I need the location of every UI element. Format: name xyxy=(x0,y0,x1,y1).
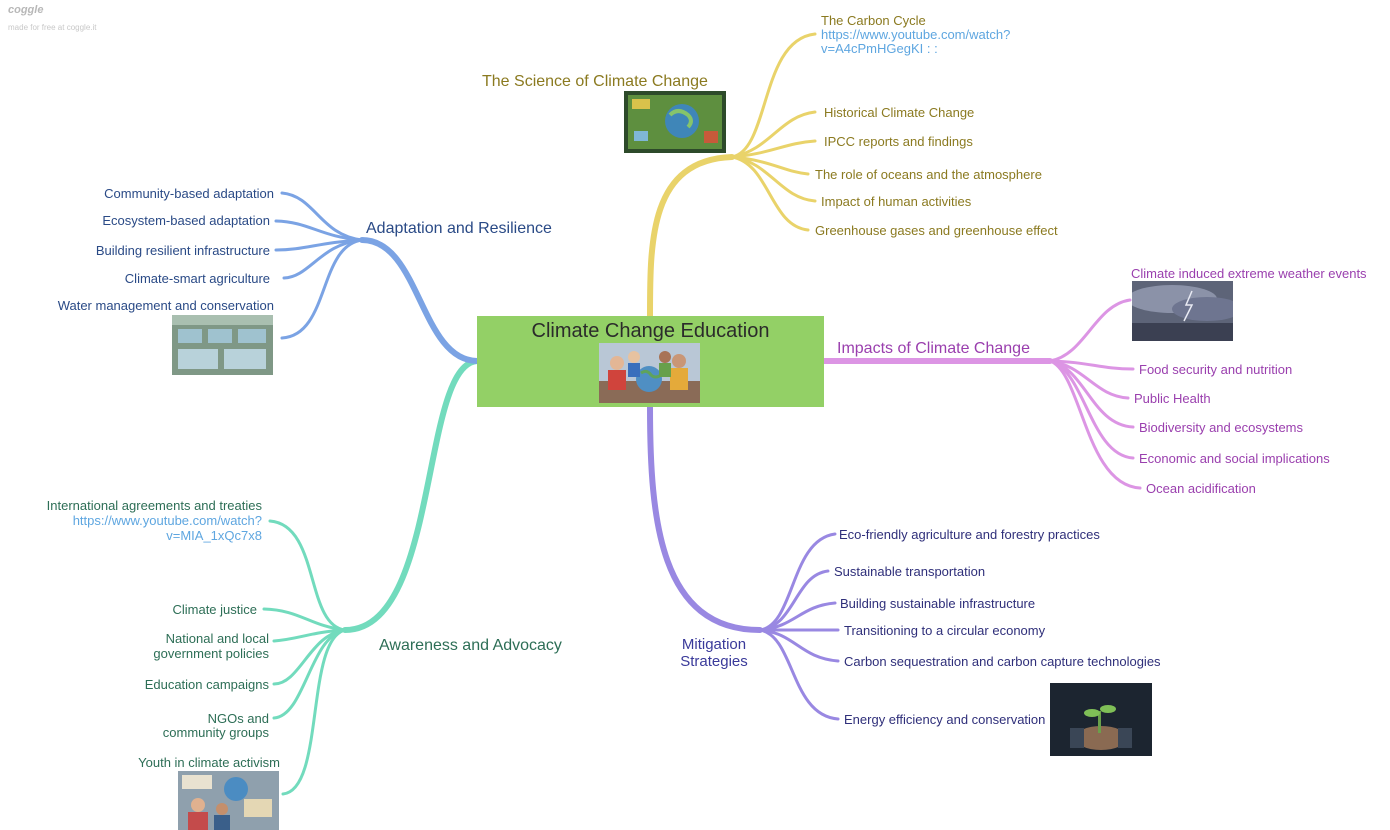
awareness-item-ngos-line2[interactable]: community groups xyxy=(162,725,269,740)
storm-image xyxy=(1132,281,1233,341)
mitigation-item-energy[interactable]: Energy efficiency and conservation xyxy=(844,712,1046,727)
adaptation-item-agriculture[interactable]: Climate-smart agriculture xyxy=(124,271,270,286)
awareness-connectors xyxy=(262,358,480,796)
science-item-ipcc[interactable]: IPCC reports and findings xyxy=(824,134,973,149)
mitigation-item-circular[interactable]: Transitioning to a circular economy xyxy=(844,623,1046,638)
impacts-item-economic[interactable]: Economic and social implications xyxy=(1139,451,1330,466)
awareness-item-youth[interactable]: Youth in climate activism xyxy=(138,755,280,770)
adaptation-item-water[interactable]: Water management and conservation xyxy=(57,298,274,313)
mitigation-branch-label-line1[interactable]: Mitigation xyxy=(681,636,747,653)
agreements-link-cont[interactable]: v=MIA_1xQc7x8 xyxy=(166,528,262,543)
awareness-item-policies-line2[interactable]: government policies xyxy=(153,646,269,661)
science-item-oceans[interactable]: The role of oceans and the atmosphere xyxy=(815,167,1042,182)
mitigation-item-transport[interactable]: Sustainable transportation xyxy=(834,564,986,579)
mitigation-item-agriculture[interactable]: Eco-friendly agriculture and forestry pr… xyxy=(839,527,1100,542)
adaptation-item-community[interactable]: Community-based adaptation xyxy=(104,186,274,201)
students-globe-image xyxy=(599,343,700,403)
awareness-item-ngos-line1[interactable]: NGOs and xyxy=(207,711,269,726)
mitigation-branch-label-line2[interactable]: Strategies xyxy=(680,653,748,670)
science-branch-label[interactable]: The Science of Climate Change xyxy=(482,73,708,90)
carbon-cycle-label[interactable]: The Carbon Cycle xyxy=(821,13,926,28)
mitigation-connectors xyxy=(647,404,840,721)
carbon-cycle-link[interactable]: https://www.youtube.com/watch? xyxy=(821,27,1011,42)
impacts-item-biodiversity[interactable]: Biodiversity and ecosystems xyxy=(1139,420,1304,435)
impacts-branch-label[interactable]: Impacts of Climate Change xyxy=(837,340,1030,357)
awareness-item-agreements[interactable]: International agreements and treaties xyxy=(46,498,262,513)
science-item-human[interactable]: Impact of human activities xyxy=(821,194,972,209)
mitigation-item-infrastructure[interactable]: Building sustainable infrastructure xyxy=(840,596,1036,611)
awareness-item-campaigns[interactable]: Education campaigns xyxy=(144,677,269,692)
science-connectors xyxy=(647,32,817,319)
mitigation-item-carbon-capture[interactable]: Carbon sequestration and carbon capture … xyxy=(844,654,1161,669)
adaptation-branch-label[interactable]: Adaptation and Resilience xyxy=(366,220,552,237)
brand-logo: coggle xyxy=(8,4,44,16)
impacts-item-health[interactable]: Public Health xyxy=(1134,391,1211,406)
youth-protest-image xyxy=(178,771,279,830)
awareness-branch-label[interactable]: Awareness and Advocacy xyxy=(379,637,562,654)
adaptation-connectors xyxy=(274,191,480,364)
science-item-greenhouse[interactable]: Greenhouse gases and greenhouse effect xyxy=(815,223,1058,238)
impacts-item-food[interactable]: Food security and nutrition xyxy=(1139,362,1293,377)
agreements-link[interactable]: https://www.youtube.com/watch? xyxy=(72,513,262,528)
brand-tagline: made for free at coggle.it xyxy=(8,23,97,32)
awareness-item-policies-line1[interactable]: National and local xyxy=(165,631,269,646)
seedling-hands-image xyxy=(1050,683,1152,756)
awareness-item-justice[interactable]: Climate justice xyxy=(172,602,257,617)
impacts-connectors xyxy=(821,298,1142,490)
water-treatment-image xyxy=(172,315,273,375)
central-title: Climate Change Education xyxy=(531,320,770,342)
central-node[interactable]: Climate Change Education xyxy=(477,316,824,407)
science-image xyxy=(624,91,726,153)
carbon-cycle-link-cont[interactable]: v=A4cPmHGegKI : : xyxy=(821,41,938,56)
impacts-item-ocean[interactable]: Ocean acidification xyxy=(1146,481,1256,496)
adaptation-item-infrastructure[interactable]: Building resilient infrastructure xyxy=(95,243,270,258)
impacts-item-extreme-weather[interactable]: Climate induced extreme weather events xyxy=(1131,266,1367,281)
science-item-historical[interactable]: Historical Climate Change xyxy=(824,105,975,120)
adaptation-item-ecosystem[interactable]: Ecosystem-based adaptation xyxy=(102,213,270,228)
